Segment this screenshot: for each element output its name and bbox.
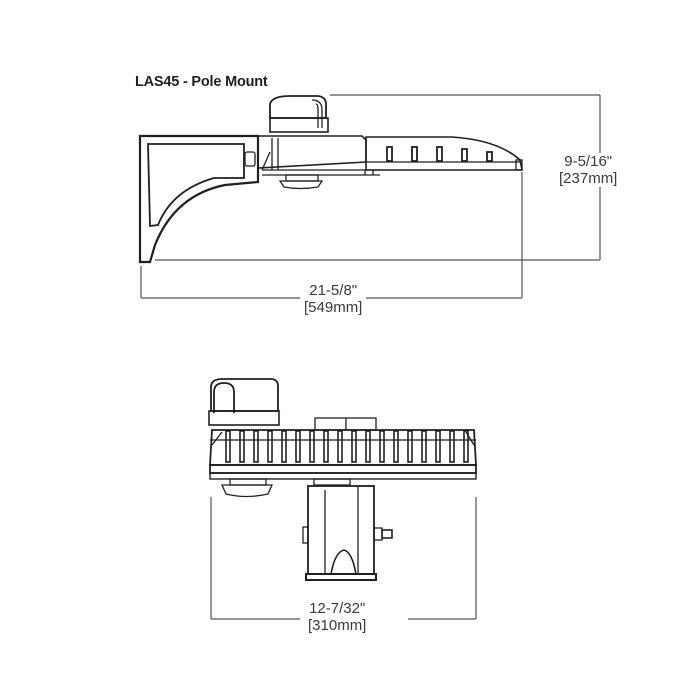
drawing-title: LAS45 - Pole Mount xyxy=(135,74,268,90)
height-metric: [237mm] xyxy=(559,170,618,187)
front-view-fixture xyxy=(208,378,477,581)
width-imperial: 12-7/32" xyxy=(309,600,366,617)
length-imperial: 21-5/8" xyxy=(309,282,358,299)
side-view-fixture xyxy=(138,95,523,264)
length-dimension-label: 21-5/8" [549mm] xyxy=(300,282,367,316)
side-view-dimension-lines xyxy=(140,94,601,299)
length-metric: [549mm] xyxy=(304,299,363,316)
height-imperial: 9-5/16" xyxy=(564,153,613,170)
width-metric: [310mm] xyxy=(308,617,367,634)
front-view-dimension-lines xyxy=(210,497,477,620)
width-dimension-label: 12-7/32" [310mm] xyxy=(304,600,371,634)
height-dimension-label: 9-5/16" [237mm] xyxy=(555,153,622,187)
